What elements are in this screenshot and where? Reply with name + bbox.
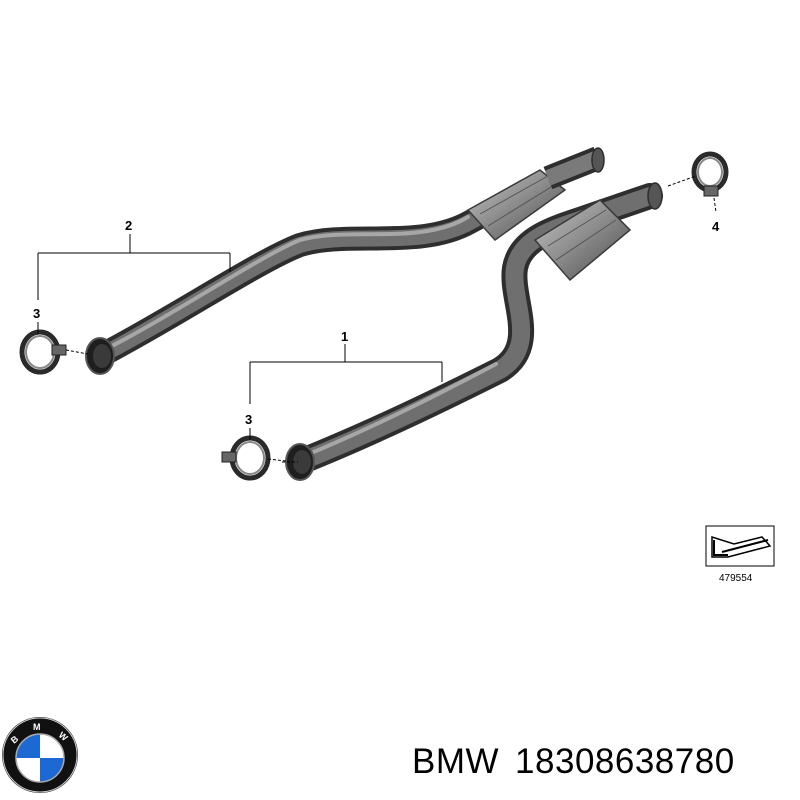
pipe-part-2: [85, 146, 605, 375]
footer-label: BMW 18308638780: [412, 742, 751, 782]
footer-brand: BMW: [412, 742, 500, 781]
footer-part-number: 18308638780: [515, 742, 735, 781]
callout-3-upper: 3: [33, 306, 40, 321]
diagram-number: 479554: [719, 573, 753, 584]
clamp-part-3-lower: [221, 435, 287, 481]
callout-2: 2: [125, 218, 132, 233]
svg-text:B: B: [9, 733, 21, 745]
clamp-part-3-upper: [19, 329, 89, 375]
callout-4: 4: [712, 219, 720, 234]
reference-box: [705, 525, 775, 567]
clamp-part-4: [667, 151, 729, 213]
svg-text:M: M: [33, 722, 41, 732]
leader-lines: [37, 234, 443, 440]
callout-1: 1: [341, 329, 348, 344]
pipe-part-1: [282, 182, 663, 481]
bmw-logo: B M W: [2, 717, 78, 793]
callout-3-lower: 3: [245, 412, 252, 427]
